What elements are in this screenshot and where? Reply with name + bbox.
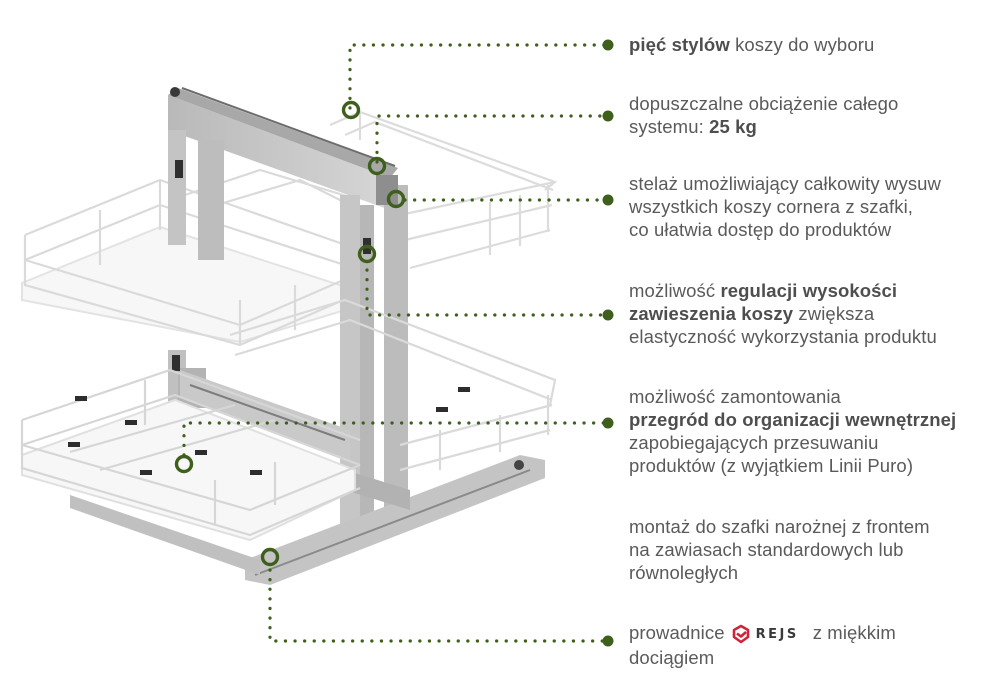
bullet-styles (602, 39, 614, 51)
feature-styles-bold: pięć stylów (629, 34, 730, 55)
feature-soft-close-slides: prowadnice REJS z miękkim dociągiem (629, 621, 896, 669)
leader-line-slides (268, 568, 610, 643)
feature-height-adjustment: możliwość regulacji wysokości zawieszeni… (629, 279, 937, 348)
bullet-load (602, 110, 614, 122)
rejs-logo-icon (732, 624, 749, 644)
feature-height-bold2: zawieszenia koszy (629, 303, 794, 324)
feature-frame-line2: wszystkich koszy cornera z szafki, (629, 196, 914, 217)
feature-basket-styles: pięć stylów koszy do wyboru (629, 33, 874, 56)
callout-lines (182, 43, 610, 643)
lower-right-basket (229, 298, 557, 472)
feature-mounting: montaż do szafki narożnej z frontem na z… (629, 515, 930, 584)
feature-load-line1: dopuszczalne obciążenie całego (629, 93, 899, 114)
feature-mounting-line2: na zawiasach standardowych lub (629, 539, 904, 560)
target-ring-styles (341, 100, 361, 120)
bullet-frame (602, 194, 614, 206)
feature-slides-prefix: prowadnice (629, 622, 725, 643)
feature-frame-line3: co ułatwia dostęp do produktów (629, 219, 892, 240)
target-ring-dividers (174, 454, 194, 474)
feature-load-prefix: systemu: (629, 116, 710, 137)
feature-frame-line1: stelaż umożliwiający całkowity wysuw (629, 173, 942, 194)
feature-dividers-bold: przegród do organizacji wewnętrznej (629, 409, 957, 430)
target-ring-load (367, 156, 387, 176)
feature-height-line1: możliwość regulacji wysokości (629, 279, 937, 302)
bullet-slides (602, 635, 614, 647)
divider-clips (68, 396, 262, 475)
upper-right-basket (329, 110, 558, 270)
feature-dividers: możliwość zamontowania przegród do organ… (629, 385, 956, 477)
feature-slides-line1: prowadnice REJS z miękkim (629, 621, 896, 646)
target-ring-height (357, 244, 377, 264)
feature-dividers-line4: produktów (z wyjątkiem Linii Puro) (629, 455, 914, 476)
base-slides (70, 455, 545, 585)
feature-dividers-line1: możliwość zamontowania (629, 386, 841, 407)
leader-line-load (375, 114, 610, 164)
feature-mounting-line1: montaż do szafki narożnej z frontem (629, 516, 930, 537)
feature-height-line2: zawieszenia koszy zwiększa (629, 302, 937, 325)
feature-height-bold1: regulacji wysokości (720, 280, 898, 301)
feature-mounting-line3: równoległych (629, 562, 739, 583)
target-ring-frame (386, 189, 406, 209)
leader-line-dividers (182, 421, 610, 457)
callout-targets (174, 100, 406, 567)
rejs-brand: REJS (731, 623, 799, 646)
rejs-brand-text: REJS (755, 626, 799, 642)
callout-bullets (602, 39, 614, 647)
feature-styles-text: koszy do wyboru (729, 34, 875, 55)
feature-slides-suffix: z miękkim (812, 622, 896, 643)
feature-full-extension-frame: stelaż umożliwiający całkowity wysuw wsz… (629, 172, 941, 241)
target-ring-slides (260, 547, 280, 567)
feature-dividers-line3: zapobiegających przesuwaniu (629, 432, 879, 453)
feature-height-suffix: zwiększa (793, 303, 875, 324)
feature-height-prefix: możliwość (629, 280, 721, 301)
load-value: 25 kg (709, 116, 757, 137)
feature-load-line2: systemu: 25 kg (629, 115, 898, 138)
feature-slides-line2: dociągiem (629, 646, 715, 668)
feature-load-capacity: dopuszczalne obciążenie całego systemu: … (629, 92, 898, 138)
leader-line-styles (348, 43, 610, 110)
bullet-height (602, 309, 614, 321)
upper-left-basket (21, 168, 361, 347)
corner-frame (168, 87, 408, 525)
feature-dividers-line2: przegród do organizacji wewnętrznej (629, 408, 956, 431)
feature-height-line3: elastyczność wykorzystania produktu (629, 326, 937, 347)
bullet-dividers (602, 417, 614, 429)
